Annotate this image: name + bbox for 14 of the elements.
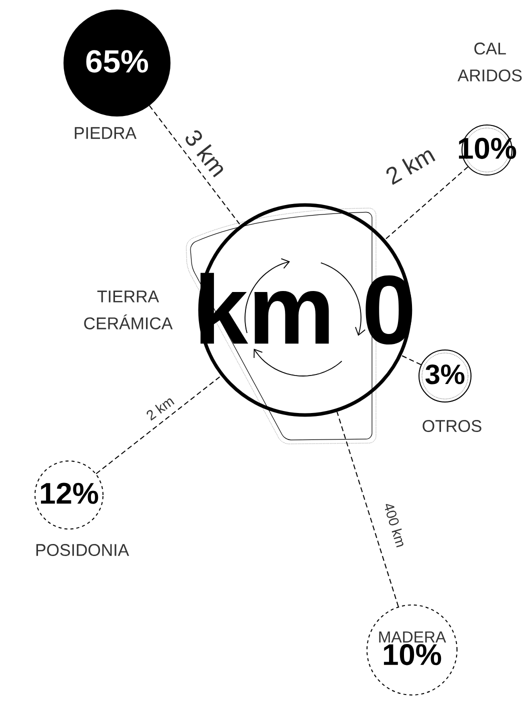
connector-line xyxy=(96,375,222,474)
connector-line xyxy=(401,355,422,366)
edge-label: 3 km xyxy=(182,126,230,180)
edge-label: 2 km xyxy=(143,394,177,422)
connector-line xyxy=(336,411,399,608)
node-label: OTROS xyxy=(422,420,482,432)
node-label: CAL ARIDOS xyxy=(458,42,522,82)
node-label: POSIDONIA xyxy=(36,544,130,556)
connector-line xyxy=(384,166,468,240)
node-label: PIEDRA xyxy=(74,127,136,139)
edge-label: 400 km xyxy=(382,500,408,550)
connector-line xyxy=(148,105,241,226)
edge-label: 2 km xyxy=(382,143,438,187)
material-label: TIERRA CERÁMICA xyxy=(84,290,173,330)
